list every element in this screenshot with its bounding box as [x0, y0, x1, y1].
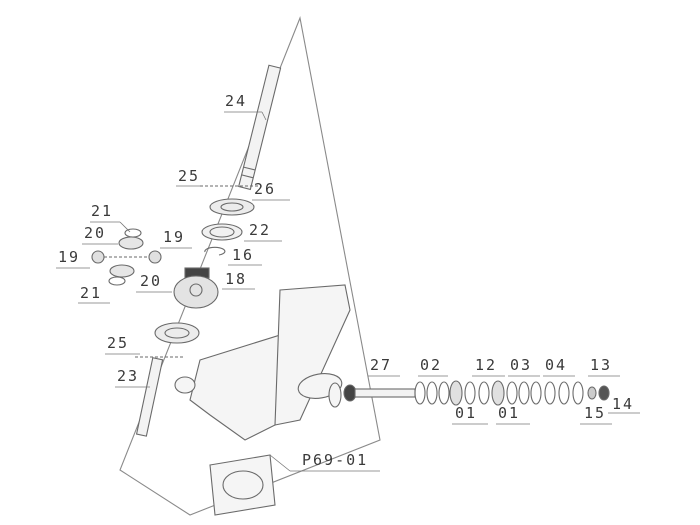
part-label-14: 14 — [612, 395, 635, 413]
seal-stack — [414, 380, 610, 406]
nut-19-left — [91, 250, 105, 264]
part-label-01: 01 — [498, 404, 521, 422]
bearing-26 — [209, 198, 255, 216]
gear-18 — [173, 267, 219, 309]
part-label-25: 25 — [107, 334, 130, 352]
part-label-19: 19 — [163, 228, 186, 246]
part-label-21: 21 — [80, 284, 103, 302]
part-label-19: 19 — [58, 248, 81, 266]
part-label-15: 15 — [584, 404, 607, 422]
bearing-lower — [154, 322, 200, 344]
part-label-21: 21 — [91, 202, 114, 220]
nut-20-bottom — [109, 264, 135, 278]
pin-27 — [343, 384, 416, 402]
snap-ring-16 — [204, 246, 226, 256]
part-label-p69-01: P69-01 — [302, 451, 369, 469]
part-label-20: 20 — [84, 224, 107, 242]
washer-21-top — [124, 228, 142, 238]
part-label-02: 02 — [420, 356, 443, 374]
seal-22 — [201, 223, 243, 241]
shaft-24 — [238, 64, 282, 191]
housing-p69-01 — [174, 284, 351, 516]
part-label-24: 24 — [225, 92, 248, 110]
part-label-12: 12 — [475, 356, 498, 374]
part-label-27: 27 — [370, 356, 393, 374]
part-label-03: 03 — [510, 356, 533, 374]
nut-19-right — [148, 250, 162, 264]
part-label-23: 23 — [117, 367, 140, 385]
assembly-outline — [119, 16, 381, 516]
nut-20-top — [118, 236, 144, 250]
part-label-22: 22 — [249, 221, 272, 239]
shaft-23 — [135, 357, 164, 437]
part-label-18: 18 — [225, 270, 248, 288]
washer-21-bottom — [108, 276, 126, 286]
part-label-16: 16 — [232, 246, 255, 264]
part-label-01: 01 — [455, 404, 478, 422]
part-label-25: 25 — [178, 167, 201, 185]
part-label-26: 26 — [254, 180, 277, 198]
part-label-20: 20 — [140, 272, 163, 290]
part-label-04: 04 — [545, 356, 568, 374]
part-label-13: 13 — [590, 356, 613, 374]
